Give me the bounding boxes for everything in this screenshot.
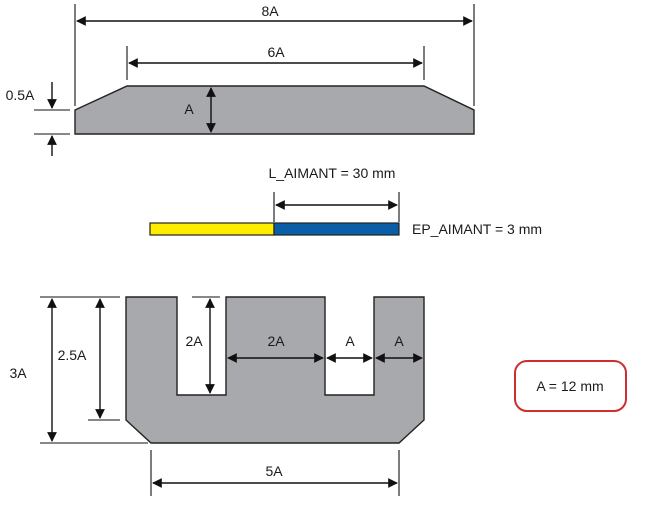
dim-label-top-width: 6A — [267, 44, 285, 60]
parameter-box-border — [514, 360, 627, 412]
dim-label-center-leg: 2A — [267, 333, 285, 349]
dim-label-thickness: A — [184, 101, 194, 117]
top-plate-shape — [74, 85, 475, 135]
magnet-yellow-section — [149, 222, 275, 236]
dim-label-outer-leg: A — [394, 333, 404, 349]
dim-label-slot-width: A — [345, 333, 355, 349]
magnet-blue-section — [273, 222, 400, 236]
dim-label-base-width: 5A — [265, 463, 283, 479]
dim-label-slot-depth-outer: 2.5A — [58, 347, 87, 363]
top-view: 8A 6A A 0.5A — [6, 3, 475, 156]
parameter-value: A = 12 mm — [536, 378, 603, 394]
parameter-box: A = 12 mm — [514, 360, 627, 412]
dim-label-bevel: 0.5A — [6, 87, 35, 103]
magnet-group: L_AIMANT = 30 mm EP_AIMANT = 3 mm — [149, 165, 542, 237]
dim-label-slot-depth: 2A — [185, 333, 203, 349]
u-core-view: 3A 2.5A 2A 2A A A 5A — [9, 296, 425, 496]
u-core-shape — [125, 296, 425, 444]
dim-label-total-width: 8A — [261, 3, 279, 19]
dim-label-core-height: 3A — [9, 365, 27, 381]
magnet-thickness-label: EP_AIMANT = 3 mm — [412, 221, 542, 237]
magnet-length-label: L_AIMANT = 30 mm — [269, 165, 396, 181]
